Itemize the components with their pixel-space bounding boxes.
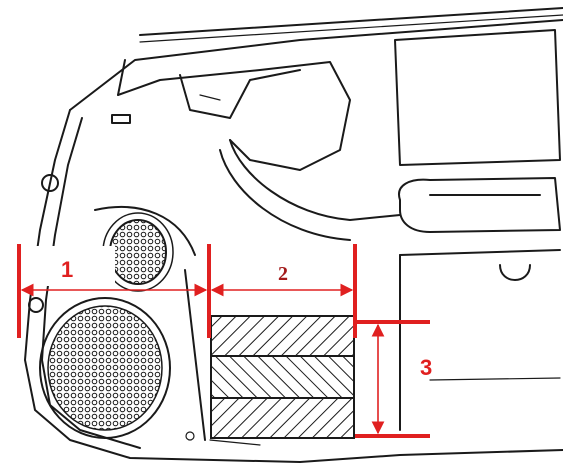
door-outline [24, 7, 563, 463]
speaker-grille-icon [39, 297, 171, 439]
dim1-label: 1 [61, 257, 73, 282]
dim2-label: 2 [278, 263, 288, 285]
dimension-3: 3 [355, 320, 432, 438]
hatched-box-icon [210, 315, 355, 439]
dimension-1: 1 [17, 244, 211, 338]
dim3-label: 3 [420, 355, 432, 380]
